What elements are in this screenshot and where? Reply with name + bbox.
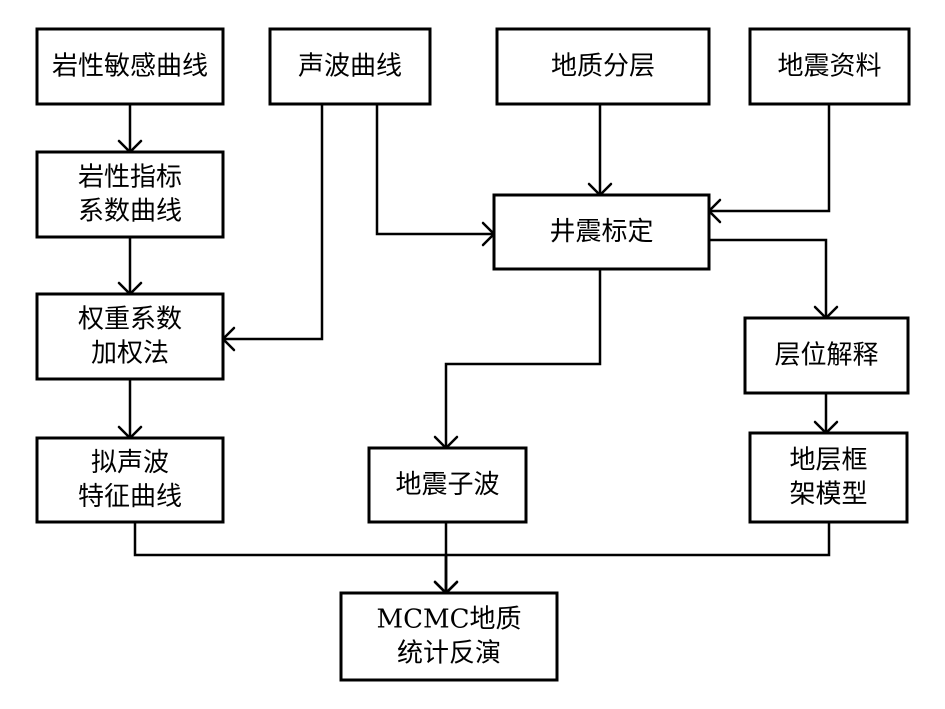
edge-weighted-coefficient-method-to-pseudo-acoustic-curve bbox=[117, 379, 143, 440]
node-box bbox=[35, 436, 225, 524]
edge-geologic-layering-to-well-seismic-calibration bbox=[587, 104, 613, 197]
node-box bbox=[339, 591, 559, 682]
node-box bbox=[268, 27, 432, 106]
node-label: 架模型 bbox=[789, 480, 867, 510]
node-acoustic-curve: 声波曲线 bbox=[268, 27, 432, 106]
node-box bbox=[495, 27, 711, 106]
node-label: 岩性指标 bbox=[78, 163, 182, 193]
node-well-seismic-calibration: 井震标定 bbox=[492, 193, 711, 271]
node-label: 拟声波 bbox=[91, 448, 169, 478]
node-box bbox=[748, 431, 909, 524]
edge-well-seismic-calibration-to-seismic-wavelet bbox=[433, 269, 602, 450]
edge-line bbox=[133, 522, 448, 593]
node-label: 特征曲线 bbox=[78, 482, 182, 512]
edge-acoustic-curve-to-well-seismic-calibration bbox=[375, 104, 496, 247]
node-label: 声波曲线 bbox=[298, 52, 402, 82]
edge-seismic-data-to-well-seismic-calibration bbox=[707, 104, 831, 224]
edge-line bbox=[223, 104, 324, 341]
node-label: 地层框 bbox=[789, 446, 867, 476]
node-seismic-data: 地震资料 bbox=[748, 27, 911, 106]
node-seismic-wavelet: 地震子波 bbox=[367, 446, 528, 524]
node-box bbox=[35, 27, 225, 106]
node-box bbox=[748, 27, 911, 106]
node-label: 权重系数 bbox=[78, 305, 182, 335]
node-box bbox=[492, 193, 711, 271]
node-box bbox=[743, 316, 910, 395]
node-lithology-curve: 岩性敏感曲线 bbox=[35, 27, 225, 106]
node-label: 地震子波 bbox=[395, 470, 499, 500]
nodes-layer: 岩性敏感曲线声波曲线地质分层地震资料岩性指标系数曲线井震标定权重系数加权法层位解… bbox=[35, 27, 911, 682]
node-label: 地震资料 bbox=[777, 52, 881, 82]
edge-horizon-interpretation-to-stratigraphic-framework-model bbox=[813, 393, 839, 435]
edge-line bbox=[444, 269, 602, 448]
edge-stratigraphic-framework-model-to-mcmc-inversion bbox=[433, 522, 831, 595]
node-label: 系数曲线 bbox=[78, 197, 182, 227]
node-label: 地质分层 bbox=[551, 52, 655, 82]
node-label: 层位解释 bbox=[774, 341, 878, 371]
edge-line bbox=[444, 522, 831, 593]
node-label: 加权法 bbox=[91, 339, 169, 369]
edge-pseudo-acoustic-curve-to-mcmc-inversion bbox=[133, 522, 459, 595]
edge-acoustic-curve-to-weighted-coefficient-method bbox=[221, 104, 324, 352]
node-label: MCMC地质 bbox=[376, 605, 521, 635]
edge-lithology-index-curve-to-weighted-coefficient-method bbox=[117, 237, 143, 296]
edge-line bbox=[709, 104, 831, 213]
node-label: 统计反演 bbox=[397, 639, 501, 669]
node-horizon-interpretation: 层位解释 bbox=[743, 316, 910, 395]
edge-lithology-curve-to-lithology-index-curve bbox=[117, 104, 143, 154]
node-box bbox=[367, 446, 528, 524]
node-box bbox=[35, 150, 225, 239]
edge-line bbox=[375, 104, 494, 236]
edge-well-seismic-calibration-to-horizon-interpretation bbox=[709, 238, 839, 320]
edge-line bbox=[709, 238, 828, 318]
edges-layer bbox=[117, 104, 839, 595]
node-geologic-layering: 地质分层 bbox=[495, 27, 711, 106]
node-box bbox=[35, 292, 225, 381]
node-label: 井震标定 bbox=[549, 217, 653, 247]
node-label: 岩性敏感曲线 bbox=[52, 52, 208, 82]
